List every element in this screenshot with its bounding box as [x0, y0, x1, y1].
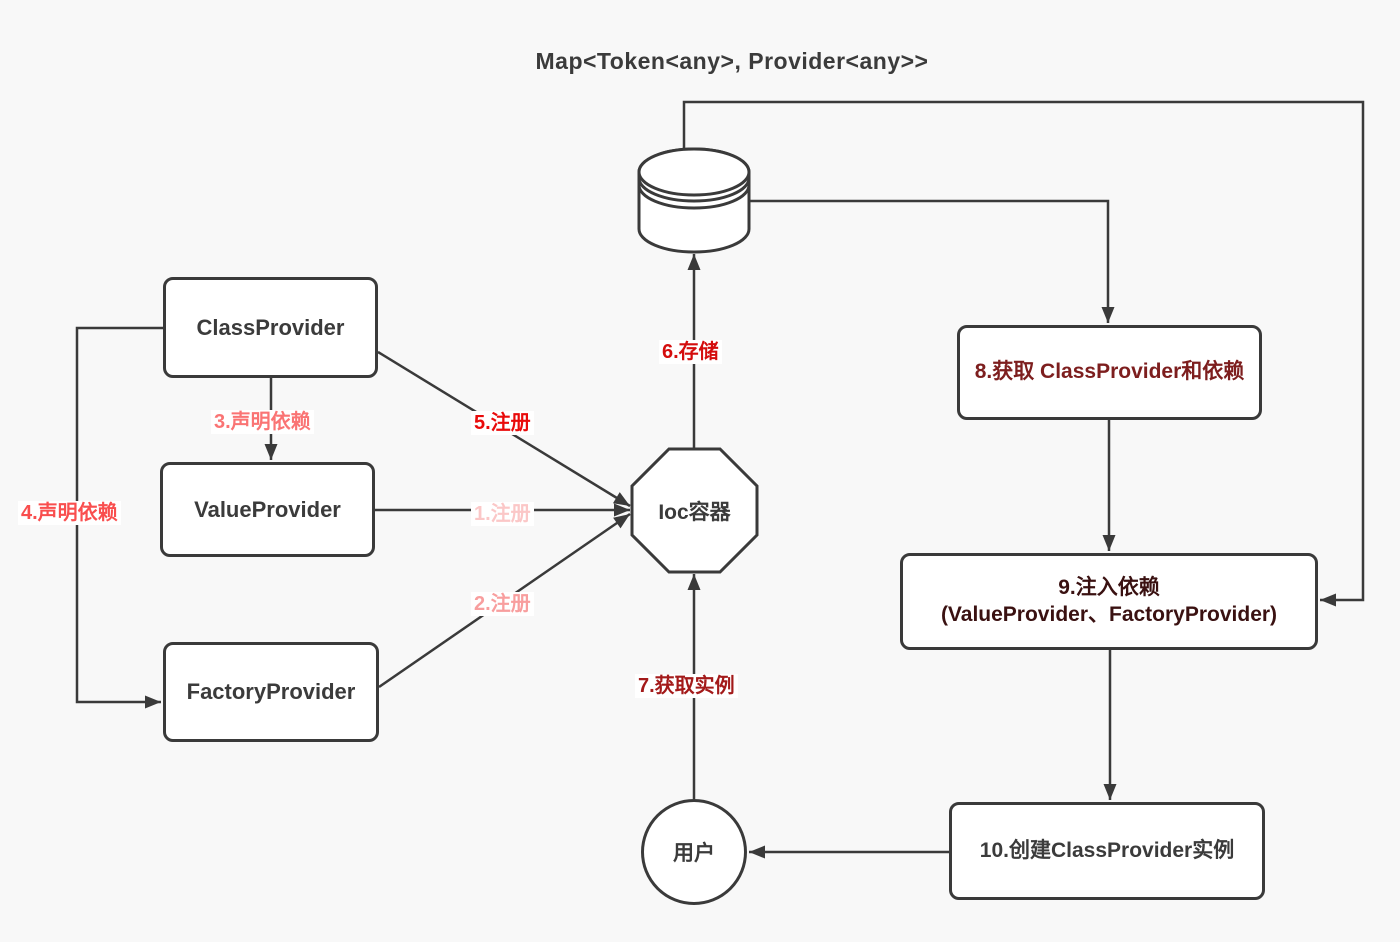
- node-step9-label: 9.注入依赖 (ValueProvider、FactoryProvider): [903, 575, 1315, 628]
- node-class-provider: ClassProvider: [163, 277, 378, 378]
- node-step9-line2: (ValueProvider、FactoryProvider): [940, 602, 1278, 626]
- node-ioc-container-label: Ioc容器: [658, 500, 731, 524]
- database-cylinder: [637, 147, 751, 254]
- node-factory-provider-label: FactoryProvider: [186, 679, 356, 705]
- edge-label-register2: 2.注册: [471, 592, 534, 616]
- node-factory-provider: FactoryProvider: [163, 642, 379, 742]
- node-step9: 9.注入依赖 (ValueProvider、FactoryProvider): [900, 553, 1318, 650]
- node-value-provider: ValueProvider: [160, 462, 375, 557]
- edge-label-store6: 6.存储: [659, 340, 722, 364]
- node-step10-label: 10.创建ClassProvider实例: [979, 838, 1235, 862]
- node-user: 用户: [641, 799, 747, 905]
- diagram-title: Map<Token<any>, Provider<any>>: [535, 48, 929, 74]
- node-class-provider-label: ClassProvider: [196, 314, 345, 340]
- edge-label-register5: 5.注册: [471, 411, 534, 435]
- node-step10: 10.创建ClassProvider实例: [949, 802, 1265, 900]
- edge-label-register1: 1.注册: [471, 502, 534, 526]
- edge-label-fetch7: 7.获取实例: [635, 674, 738, 698]
- edge-label-declare4: 4.声明依赖: [18, 501, 121, 525]
- node-user-label: 用户: [673, 842, 715, 865]
- node-value-provider-label: ValueProvider: [194, 496, 341, 522]
- node-step9-line1: 9.注入依赖: [1058, 576, 1160, 600]
- edge-db-to-step8: [749, 199, 1115, 323]
- edge-label-declare3: 3.声明依赖: [211, 410, 314, 434]
- node-step8: 8.获取 ClassProvider和依赖: [957, 325, 1262, 420]
- node-step8-label: 8.获取 ClassProvider和依赖: [974, 360, 1245, 384]
